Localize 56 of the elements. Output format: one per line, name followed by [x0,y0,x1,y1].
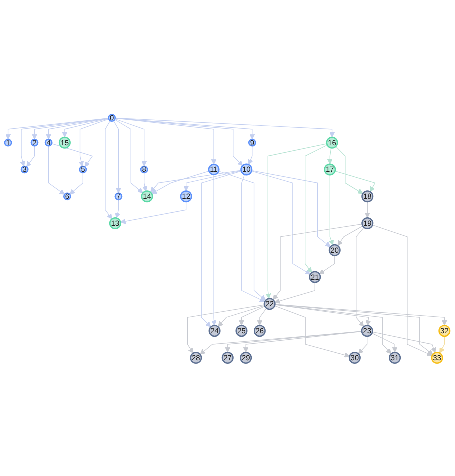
arrow [252,170,331,248]
arrow [336,146,364,194]
arrow [266,144,328,300]
arrow [218,171,266,301]
arrow [274,304,372,326]
arrow [251,170,311,275]
arrow [6,118,110,140]
arrow [356,227,364,328]
arrow [48,146,65,195]
arrow [120,202,187,224]
arrow [257,308,267,326]
arrow [114,118,148,167]
arrow [274,282,316,304]
arrow [372,333,398,353]
arrow [218,305,266,328]
arrow [239,306,266,326]
arrow [328,174,334,246]
arrow [211,174,217,326]
arrow [46,118,110,140]
arrow [364,202,370,218]
arrow [334,170,376,192]
arrow [338,226,364,246]
arrow [201,170,242,328]
arrow [115,118,244,166]
arrow [248,146,254,166]
arrow [372,224,433,356]
arrow [200,331,362,355]
arrow [115,200,121,219]
arrow [62,118,110,138]
arrow [70,172,84,195]
arrow [114,119,144,194]
arrow [142,172,148,192]
arrow [32,118,110,140]
arrow [52,144,94,168]
arrow [115,118,217,165]
arrow [184,170,242,192]
arrow [150,170,242,193]
arrow [372,332,436,354]
arrow [274,304,392,354]
arrow [272,224,363,300]
arrow [305,144,328,274]
arrow [152,170,210,194]
arrow [113,120,122,194]
arrow [319,255,336,275]
arrow [26,146,36,168]
arrow [440,336,445,354]
arrow [115,118,335,138]
arrow [358,336,368,354]
arrow [105,120,112,220]
arrow [327,148,333,165]
arrow [242,174,266,302]
arrow [274,306,350,358]
arrow [20,118,110,167]
arrow [274,304,434,355]
arrow [78,118,110,167]
arrow [274,304,448,326]
